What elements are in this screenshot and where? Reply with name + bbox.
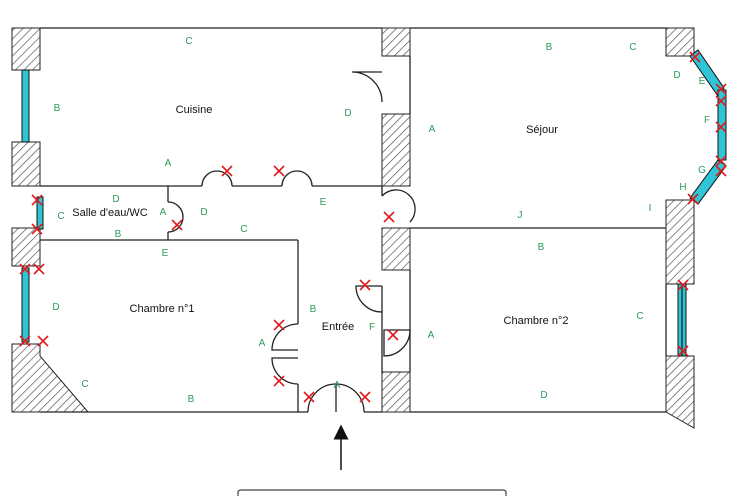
marker	[677, 345, 689, 357]
wall-label: C	[57, 211, 64, 222]
wall-center-mid	[381, 113, 411, 187]
wall-label: C	[629, 42, 636, 53]
wall-label: D	[112, 194, 119, 205]
wall-label: A	[334, 380, 341, 391]
wall-label: J	[518, 210, 523, 221]
wall-label: G	[698, 165, 706, 176]
wall-left-top	[11, 27, 41, 71]
room-labels: Cuisine Séjour Salle d'eau/WC Chambre n°…	[72, 104, 568, 333]
wall-label: D	[673, 70, 680, 81]
wall-center-bottom	[381, 371, 411, 413]
wall-label: D	[200, 207, 207, 218]
wall-label: E	[699, 76, 706, 87]
wall-center-low	[381, 227, 411, 271]
room-label-chambre2: Chambre n°2	[504, 315, 569, 327]
wall-label: E	[320, 197, 327, 208]
door-salle-eau	[167, 201, 184, 233]
marker	[19, 263, 31, 275]
marker	[37, 335, 49, 347]
wall-label: A	[160, 207, 167, 218]
marker	[19, 335, 31, 347]
door-sejour	[381, 189, 416, 223]
wall-left-mid1	[11, 141, 41, 187]
door-cuisine-placard	[351, 71, 383, 103]
wall-label: A	[259, 338, 266, 349]
structural-walls	[11, 27, 695, 429]
wall-label: B	[538, 242, 545, 253]
door-placard-entree	[355, 285, 383, 313]
room-label-entree: Entrée	[322, 321, 354, 333]
marker	[715, 121, 727, 133]
wall-label: D	[540, 390, 547, 401]
wall-label: B	[54, 103, 61, 114]
window-chambre1	[21, 267, 30, 343]
wall-label: H	[679, 182, 686, 193]
wall-label: D	[52, 302, 59, 313]
wall-right-bottom	[665, 355, 695, 429]
marker	[715, 155, 727, 167]
wall-right-mid	[665, 199, 695, 285]
room-label-salle-eau: Salle d'eau/WC	[72, 207, 148, 219]
marker	[31, 223, 43, 235]
wall-labels: C B D A B C A D E F G H I J C D A B D E …	[52, 36, 710, 405]
marker	[383, 211, 395, 223]
room-label-chambre1: Chambre n°1	[130, 303, 195, 315]
marker	[273, 165, 285, 177]
door-chambre1-bottom	[271, 357, 299, 385]
wall-label: A	[428, 330, 435, 341]
windows	[21, 49, 727, 357]
window-cuisine	[21, 69, 30, 143]
room-label-cuisine: Cuisine	[176, 104, 213, 116]
wall-label: B	[546, 42, 553, 53]
marker	[715, 95, 727, 107]
wall-label: F	[369, 322, 375, 333]
markers	[19, 51, 727, 403]
marker	[171, 219, 183, 231]
door-cuisine-1	[201, 170, 233, 187]
door-cuisine-2	[281, 170, 313, 187]
marker	[677, 279, 689, 291]
wall-label: E	[162, 248, 169, 259]
room-label-sejour: Séjour	[526, 124, 558, 136]
marker	[687, 193, 699, 205]
marker	[273, 319, 285, 331]
marker	[273, 375, 285, 387]
marker	[221, 165, 233, 177]
door-chambre1-top	[271, 323, 299, 351]
marker	[303, 391, 315, 403]
door-chambre2	[383, 329, 411, 357]
marker	[359, 279, 371, 291]
wall-label: D	[344, 108, 351, 119]
marker	[715, 83, 727, 95]
wall-label: I	[649, 203, 652, 214]
wall-label: B	[115, 229, 122, 240]
wall-label: C	[185, 36, 192, 47]
partitions	[40, 27, 683, 413]
marker	[31, 194, 43, 206]
marker	[715, 165, 727, 177]
wall-right-top	[665, 27, 695, 57]
wall-left-bottom	[11, 343, 90, 413]
wall-label: F	[704, 115, 710, 126]
marker	[689, 51, 701, 63]
bottom-bar	[237, 489, 507, 496]
doors	[167, 71, 416, 413]
wall-label: C	[636, 311, 643, 322]
marker	[359, 391, 371, 403]
wall-label: B	[310, 304, 317, 315]
wall-label: C	[81, 379, 88, 390]
wall-label: A	[165, 158, 172, 169]
marker	[387, 329, 399, 341]
wall-label: B	[188, 394, 195, 405]
wall-left-mid2	[11, 227, 41, 267]
marker	[33, 263, 45, 275]
wall-label: A	[429, 124, 436, 135]
wall-center-top	[381, 27, 411, 57]
wall-label: C	[240, 224, 247, 235]
